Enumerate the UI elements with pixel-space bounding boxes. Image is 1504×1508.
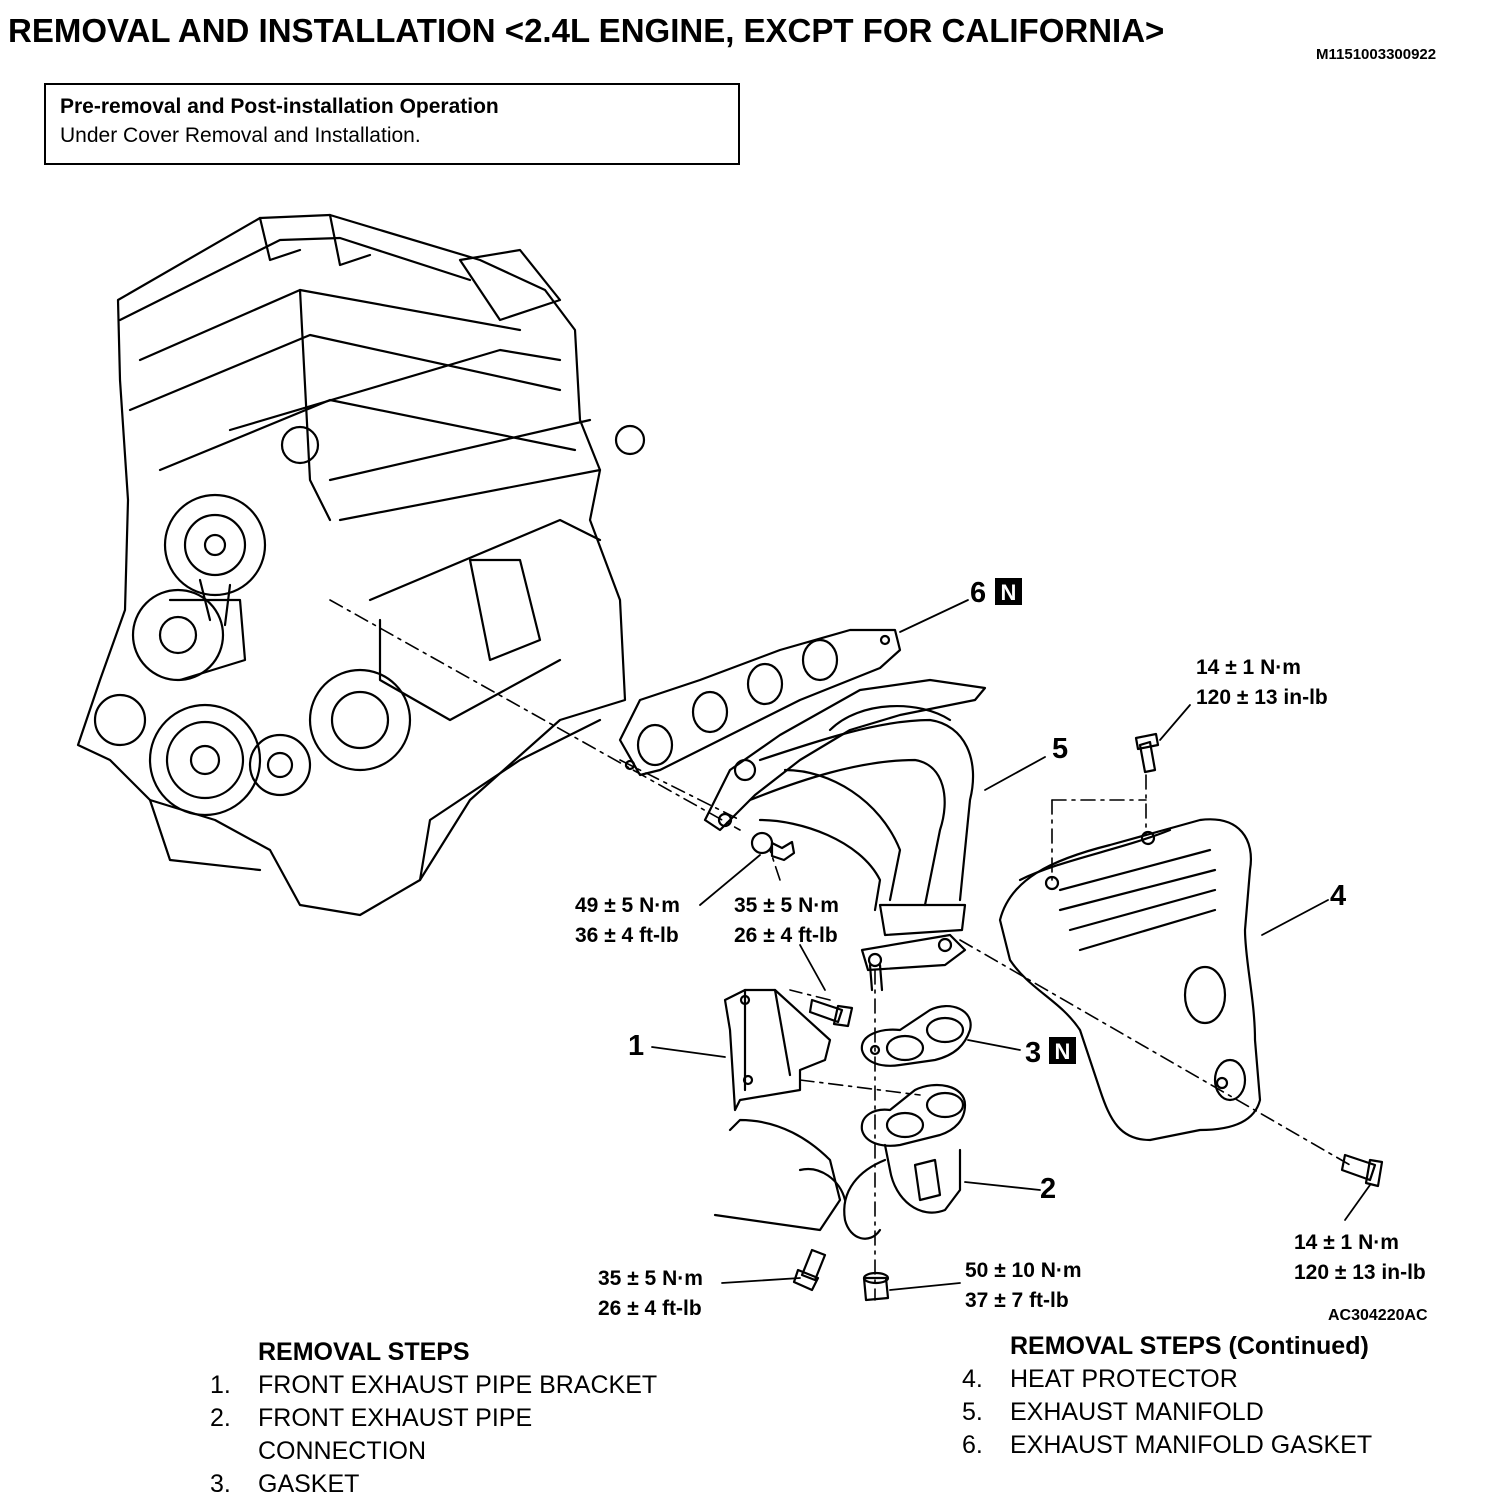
heat-protector (998, 818, 1262, 1142)
front-exhaust-pipe-bracket (723, 988, 832, 1112)
fasteners (750, 732, 1384, 1302)
engine-illustration (76, 213, 646, 917)
torque-top-right-imperial: 120 ± 13 in-lb (1196, 686, 1328, 709)
torque-bottom-right-imperial: 120 ± 13 in-lb (1294, 1261, 1426, 1284)
exhaust-manifold (703, 678, 987, 972)
svg-text:N: N (1001, 580, 1017, 605)
torque-bolt-bottom-imperial: 26 ± 4 ft-lb (598, 1297, 702, 1320)
callout-6: 6 (970, 577, 986, 609)
list-item: 6. EXHAUST MANIFOLD GASKET (962, 1431, 1373, 1459)
torque-nut-left-imperial: 36 ± 4 ft-lb (575, 924, 679, 947)
alignment-lines (329, 599, 1351, 1301)
figure-id: AC304220AC (1328, 1307, 1428, 1324)
new-part-badge-3: N (1049, 1037, 1076, 1064)
removal-steps-continued: REMOVAL STEPS (Continued) 4. HEAT PROTEC… (962, 1330, 1482, 1462)
list-item: 4. HEAT PROTECTOR (962, 1365, 1238, 1393)
torque-nut-left-metric: 49 ± 5 N·m (575, 894, 680, 917)
svg-text:N: N (1055, 1039, 1071, 1064)
list-item: 5. EXHAUST MANIFOLD (962, 1398, 1264, 1426)
list-item: 2. FRONT EXHAUST PIPE (210, 1404, 533, 1432)
front-exhaust-pipe (713, 1083, 967, 1240)
callout-2: 2 (1040, 1173, 1056, 1205)
torque-top-right-metric: 14 ± 1 N·m (1196, 656, 1301, 679)
callout-1: 1 (628, 1030, 644, 1062)
operation-note-box: Pre-removal and Post-installation Operat… (44, 83, 740, 165)
callout-4: 4 (1330, 880, 1346, 912)
leader-lines (651, 599, 1371, 1291)
note-body: Under Cover Removal and Installation. (60, 124, 421, 147)
torque-nut-bottom-metric: 50 ± 10 N·m (965, 1259, 1082, 1282)
torque-bolt-mid-metric: 35 ± 5 N·m (734, 894, 839, 917)
callout-3: 3 (1025, 1037, 1041, 1069)
gasket (860, 1005, 972, 1067)
removal-steps-title: REMOVAL STEPS (258, 1338, 470, 1366)
list-item: CONNECTION (258, 1437, 427, 1465)
note-title: Pre-removal and Post-installation Operat… (60, 95, 499, 118)
list-item: 1. FRONT EXHAUST PIPE BRACKET (210, 1371, 658, 1399)
list-item: 3. GASKET (210, 1470, 360, 1498)
torque-bolt-mid-imperial: 26 ± 4 ft-lb (734, 924, 838, 947)
document-id: M1151003300922 (1316, 46, 1437, 63)
new-part-badge-6: N (995, 578, 1022, 605)
torque-bolt-bottom-metric: 35 ± 5 N·m (598, 1267, 703, 1290)
page-title: REMOVAL AND INSTALLATION <2.4L ENGINE, E… (8, 12, 1165, 49)
callout-5: 5 (1052, 733, 1068, 765)
torque-nut-bottom-imperial: 37 ± 7 ft-lb (965, 1289, 1069, 1312)
torque-bottom-right-metric: 14 ± 1 N·m (1294, 1231, 1399, 1254)
removal-steps-continued-title: REMOVAL STEPS (Continued) (1010, 1332, 1369, 1360)
removal-steps: REMOVAL STEPS 1. FRONT EXHAUST PIPE BRAC… (210, 1336, 770, 1501)
exhaust-manifold-gasket (618, 628, 902, 777)
